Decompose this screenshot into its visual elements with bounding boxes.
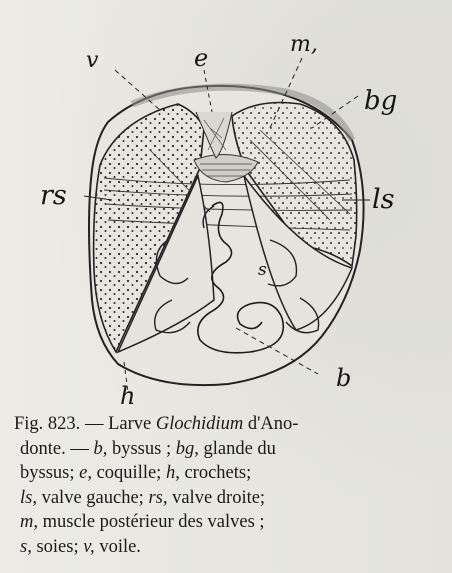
label-bg: bg — [364, 88, 397, 114]
label-h: h — [120, 384, 135, 408]
label-e: e — [194, 46, 208, 70]
label-m: m, — [290, 34, 318, 56]
caption-line-6: s, soies; v, voile. — [14, 535, 438, 560]
label-rs: rs — [40, 182, 67, 209]
label-b: b — [336, 366, 351, 390]
caption-fig-number: Fig. 823. — [14, 414, 80, 434]
label-s: s — [258, 262, 267, 279]
figure-caption: Fig. 823. — Larve Glochidium d'Ano- dont… — [14, 412, 438, 559]
label-ls: ls — [372, 186, 395, 213]
caption-line-4: ls, valve gauche; rs, valve droite; — [14, 486, 438, 511]
caption-line-5: m, muscle postérieur des valves ; — [14, 510, 438, 535]
caption-genus: Glochidium — [156, 414, 243, 434]
caption-line-3: byssus; e, coquille; h, crochets; — [14, 461, 438, 486]
caption-line-1: Fig. 823. — Larve Glochidium d'Ano- — [14, 412, 438, 437]
label-v: v — [86, 50, 98, 72]
glochidium-illustration: v e m, bg rs ls s b h — [0, 0, 452, 410]
caption-line-2: donte. — b, byssus ; bg, glande du — [14, 437, 438, 462]
